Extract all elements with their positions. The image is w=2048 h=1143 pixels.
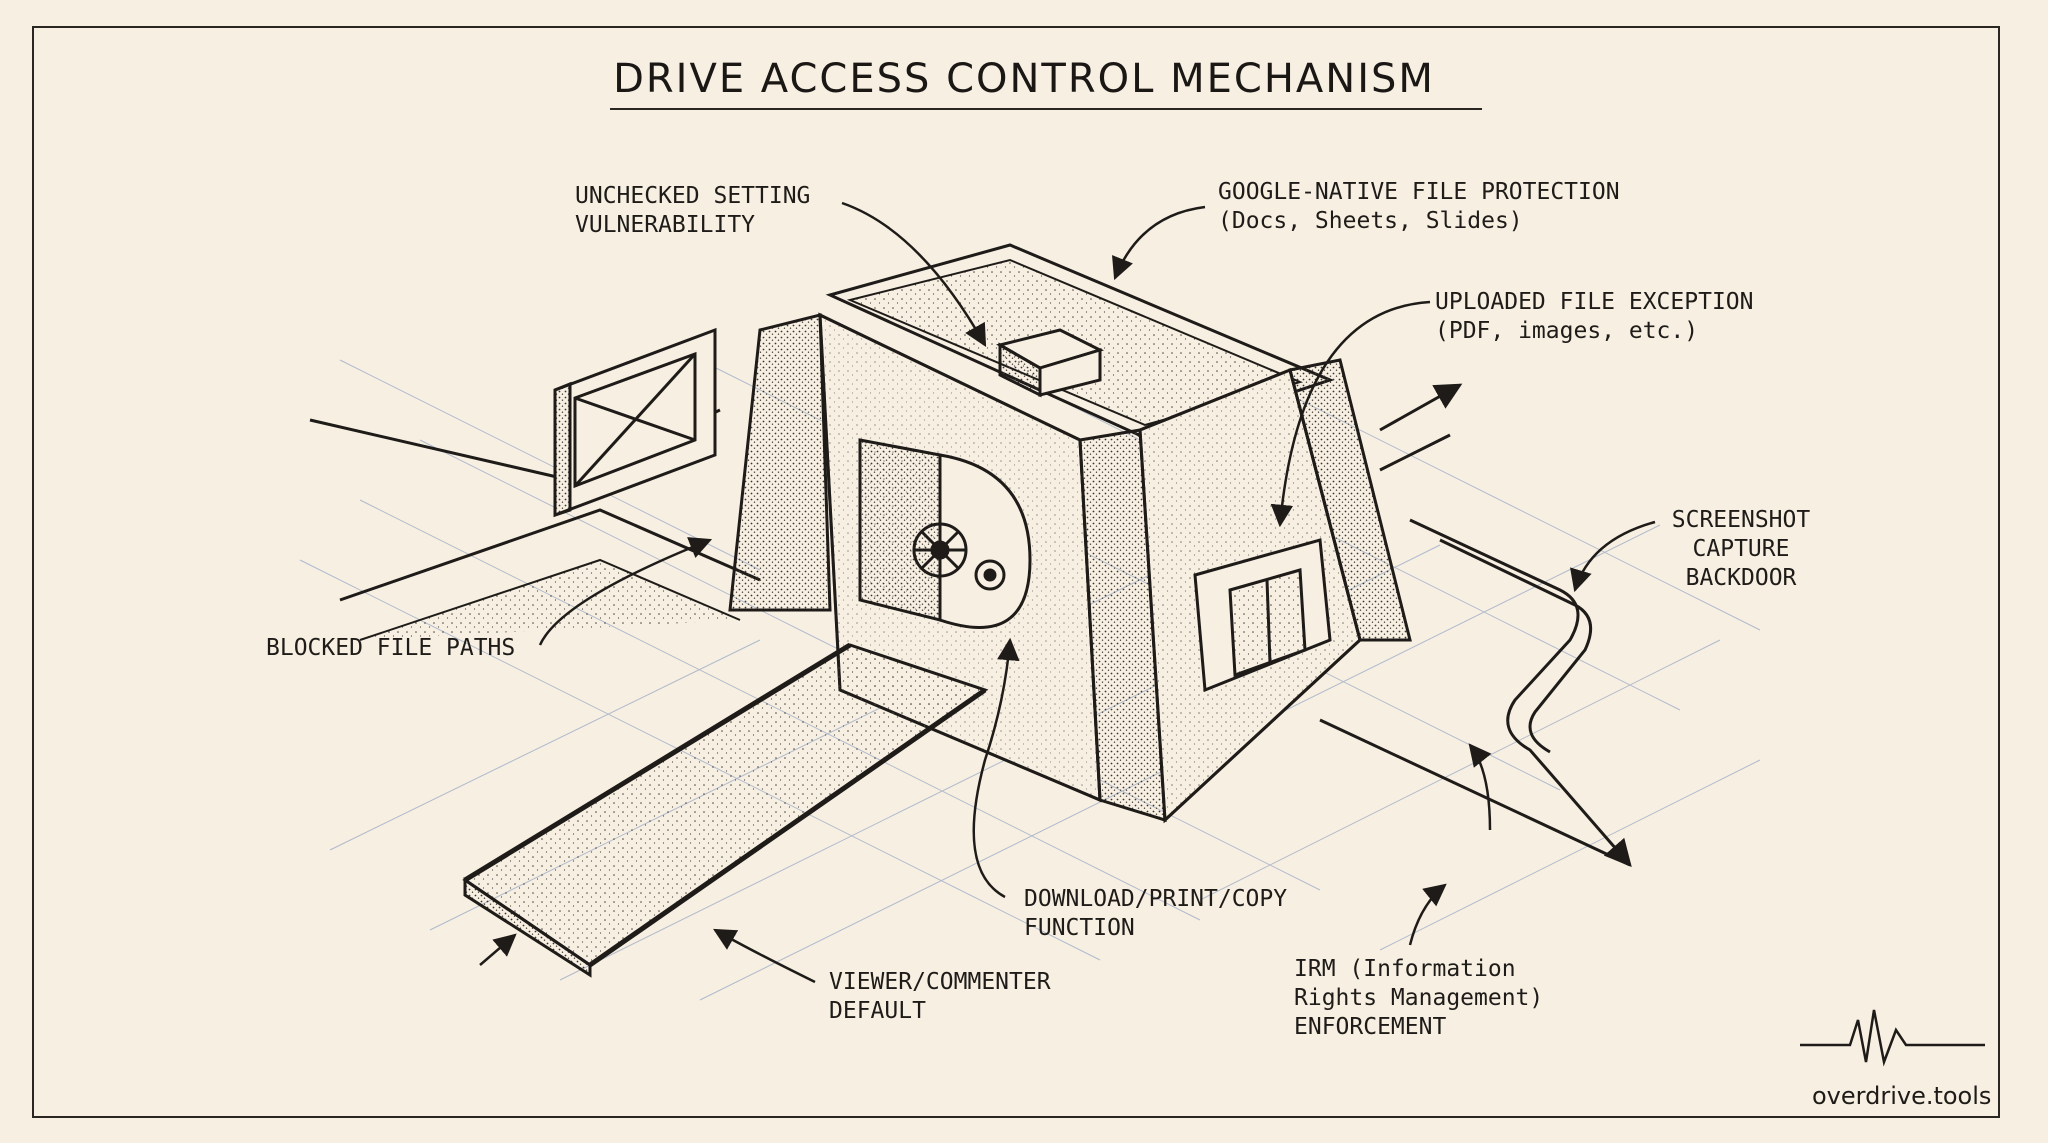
label-line: VULNERABILITY [575, 212, 756, 238]
label-line: ENFORCEMENT [1294, 1014, 1447, 1040]
label-download-function: DOWNLOAD/PRINT/COPY FUNCTION [1024, 885, 1287, 943]
side-door [1193, 538, 1332, 693]
label-screenshot-backdoor: SCREENSHOT CAPTURE BACKDOOR [1656, 506, 1826, 593]
title-underline [610, 108, 1482, 110]
label-line: UPLOADED FILE EXCEPTION [1435, 289, 1754, 315]
label-line: GOOGLE-NATIVE FILE PROTECTION [1218, 179, 1620, 205]
label-line: FUNCTION [1024, 915, 1135, 941]
label-line: (PDF, images, etc.) [1435, 318, 1699, 344]
brand-watermark: overdrive.tools [1812, 1082, 1992, 1110]
label-line: CAPTURE [1692, 536, 1790, 562]
leader-arrows [479, 201, 1656, 984]
label-line: DEFAULT [829, 998, 926, 1024]
label-line: BLOCKED FILE PATHS [266, 635, 516, 661]
label-irm-enforcement: IRM (Information Rights Management) ENFO… [1294, 955, 1543, 1042]
label-line: Rights Management) [1294, 985, 1544, 1011]
label-line: DOWNLOAD/PRINT/COPY [1024, 886, 1288, 912]
label-line: VIEWER/COMMENTER [829, 969, 1051, 995]
blocked-gate [553, 327, 717, 518]
label-uploaded-exception: UPLOADED FILE EXCEPTION (PDF, images, et… [1435, 288, 1754, 346]
access-ramp [462, 642, 989, 978]
diagram-title: DRIVE ACCESS CONTROL MECHANISM [613, 56, 1435, 102]
vault-bunker [728, 243, 1412, 824]
vault-door [858, 438, 1032, 629]
label-google-native: GOOGLE-NATIVE FILE PROTECTION (Docs, She… [1218, 178, 1620, 236]
label-line: (Docs, Sheets, Slides) [1218, 208, 1523, 234]
label-line: UNCHECKED SETTING [575, 183, 811, 209]
artist-signature [1800, 1009, 1985, 1067]
label-line: IRM (Information [1294, 956, 1516, 982]
label-line: BACKDOOR [1685, 565, 1797, 591]
label-unchecked-setting: UNCHECKED SETTING VULNERABILITY [575, 182, 810, 240]
right-paths [1319, 383, 1632, 868]
label-line: SCREENSHOT [1671, 507, 1811, 533]
label-blocked-paths: BLOCKED FILE PATHS [266, 634, 515, 663]
label-viewer-default: VIEWER/COMMENTER DEFAULT [829, 968, 1051, 1026]
drawing-frame [32, 26, 2000, 1118]
